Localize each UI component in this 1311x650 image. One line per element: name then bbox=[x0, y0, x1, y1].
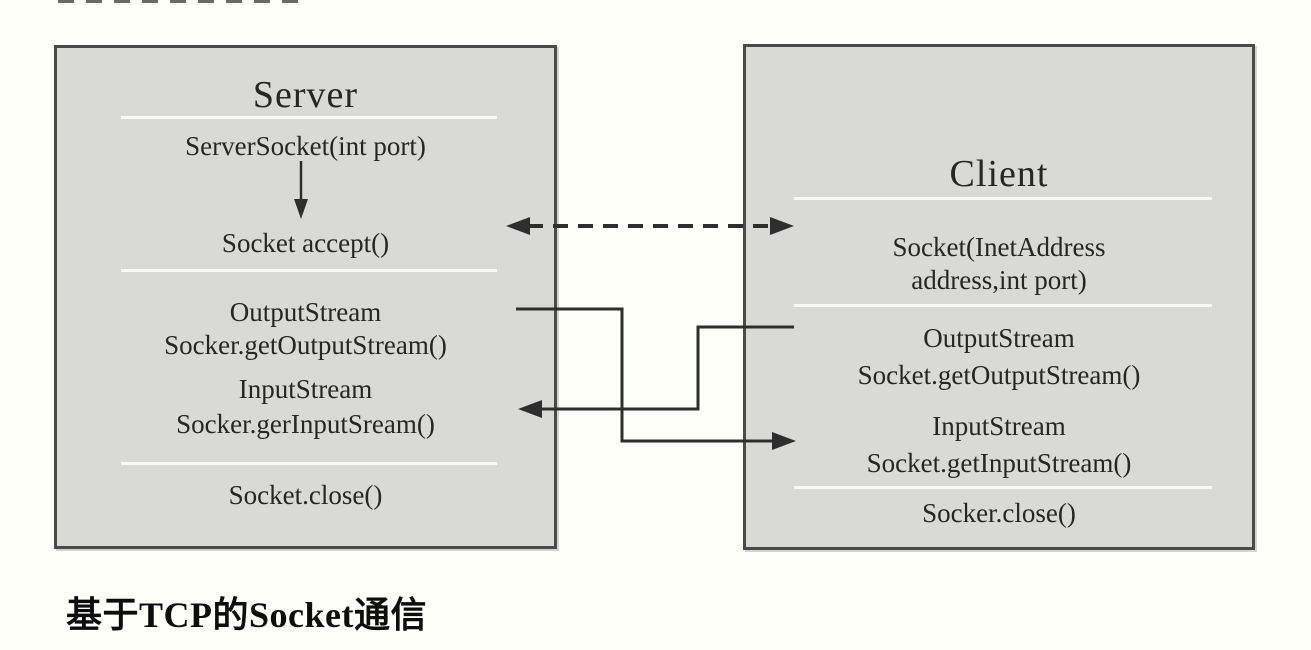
server-getinputstream-label: Socker.gerInputSream() bbox=[176, 409, 435, 439]
client-separator-1 bbox=[794, 197, 1212, 200]
diagram-caption: 基于TCP的Socket通信 bbox=[66, 595, 427, 635]
server-separator-2 bbox=[121, 269, 497, 272]
client-getinputstream-label: Socket.getInputStream() bbox=[866, 448, 1132, 478]
server-close-label: Socket.close() bbox=[228, 480, 383, 510]
server-outputstream-label: OutputStream bbox=[229, 297, 382, 327]
server-inputstream-label: InputStream bbox=[238, 374, 373, 404]
server-box: Server ServerSocket(int port) Socket acc… bbox=[54, 45, 557, 549]
server-separator-1 bbox=[121, 116, 497, 119]
server-accept-label: Socket accept() bbox=[221, 228, 390, 258]
client-separator-3 bbox=[794, 486, 1212, 489]
client-close-label: Socker.close() bbox=[922, 498, 1076, 528]
client-getoutputstream-label: Socket.getOutputStream() bbox=[857, 360, 1141, 390]
server-getoutputstream-label: Socker.getOutputStream() bbox=[164, 330, 447, 360]
client-inputstream-label: InputStream bbox=[932, 411, 1066, 441]
client-separator-2 bbox=[794, 304, 1212, 307]
server-title: Server bbox=[252, 74, 359, 116]
client-constructor-line2: address,int port) bbox=[911, 265, 1087, 295]
client-constructor-line1: Socket(InetAddress bbox=[892, 232, 1106, 262]
server-constructor-label: ServerSocket(int port) bbox=[185, 131, 426, 161]
cropped-text-artifact bbox=[58, 0, 300, 3]
client-outputstream-label: OutputStream bbox=[923, 323, 1075, 353]
client-title: Client bbox=[949, 153, 1049, 195]
client-box: Client Socket(InetAddress address,int po… bbox=[743, 44, 1255, 550]
server-separator-3 bbox=[121, 462, 497, 465]
